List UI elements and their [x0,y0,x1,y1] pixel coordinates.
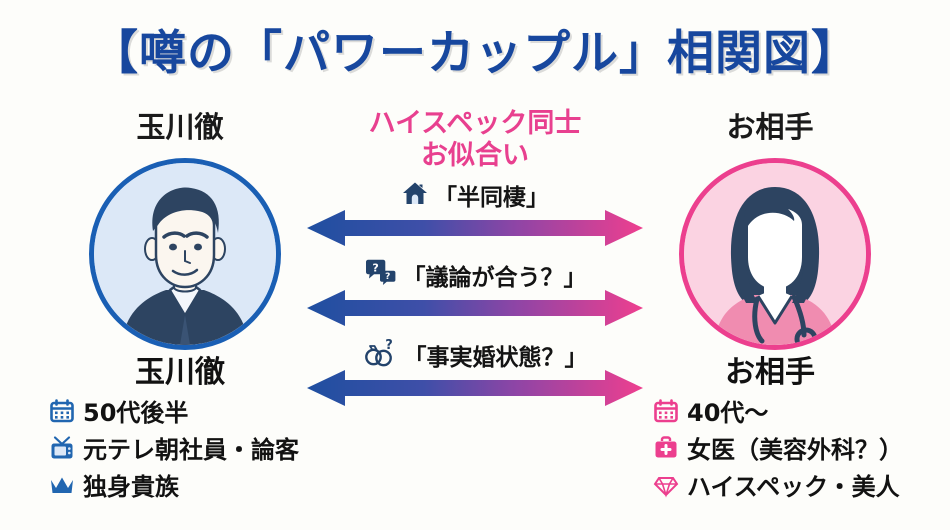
list-item: 元テレ朝社員・論客 [48,429,348,466]
relation-row: ? ? 「議論が合う？」 [305,258,645,328]
relation-row: ? 「事実婚状態？」 [305,338,645,408]
calendar-icon [48,397,75,424]
relation-label-text: 「半同棲」 [434,185,549,211]
list-item-label: 元テレ朝社員・論客 [83,436,299,464]
relation-label: ? 「事実婚状態？」 [305,338,645,372]
right-person-avatar [679,158,871,350]
wedding-rings-question-icon: ? [363,338,399,372]
list-item: 40代〜 [652,392,950,429]
right-person-details: 40代〜 女医（美容外科？） ハイスペック・美人 [652,392,950,503]
list-item-label: 50代後半 [83,399,189,427]
left-person-name-top: 玉川徹 [136,110,224,144]
diamond-icon [652,471,679,498]
center-headline-line1: ハイスペック同士 [368,108,582,139]
svg-text:?: ? [385,338,393,353]
double-arrow [307,210,643,246]
list-item: 独身貴族 [48,466,348,503]
double-arrow [307,290,643,326]
list-item: 50代後半 [48,392,348,429]
center-headline-line2: お似合い [421,139,529,171]
man-in-suit-avatar [94,163,276,345]
list-item-label: 女医（美容外科？） [687,436,903,464]
list-item-label: ハイスペック・美人 [687,473,900,501]
speech-bubbles-question-icon: ? ? [364,259,398,291]
medical-bag-icon [652,434,679,461]
center-headline: ハイスペック同士 お似合い [300,108,650,171]
svg-text:?: ? [385,272,390,282]
crown-icon [48,471,75,498]
relation-label-text: 「事実婚状態？」 [403,345,588,371]
page-title: 【噂の「パワーカップル」相関図】 [91,26,859,81]
list-item: 女医（美容外科？） [652,429,950,466]
left-person-name-bottom: 玉川徹 [135,355,225,390]
right-person-name-bottom: お相手 [725,355,815,390]
house-icon [401,179,429,211]
television-icon [48,434,75,461]
svg-text:?: ? [372,261,378,274]
list-item-label: 独身貴族 [83,473,179,501]
female-doctor-avatar [684,163,866,345]
list-item-label: 40代〜 [687,399,769,427]
relation-label-text: 「議論が合う？」 [402,265,587,291]
relation-label: ? ? 「議論が合う？」 [305,258,645,292]
relation-row: 「半同棲」 [305,178,645,248]
left-person-avatar [89,158,281,350]
relation-label: 「半同棲」 [305,178,645,212]
list-item: ハイスペック・美人 [652,466,950,503]
double-arrow [307,370,643,406]
calendar-icon [652,397,679,424]
left-person-details: 50代後半 元テレ朝社員・論客 独身貴族 [48,392,348,503]
right-person-name-top: お相手 [726,110,814,144]
